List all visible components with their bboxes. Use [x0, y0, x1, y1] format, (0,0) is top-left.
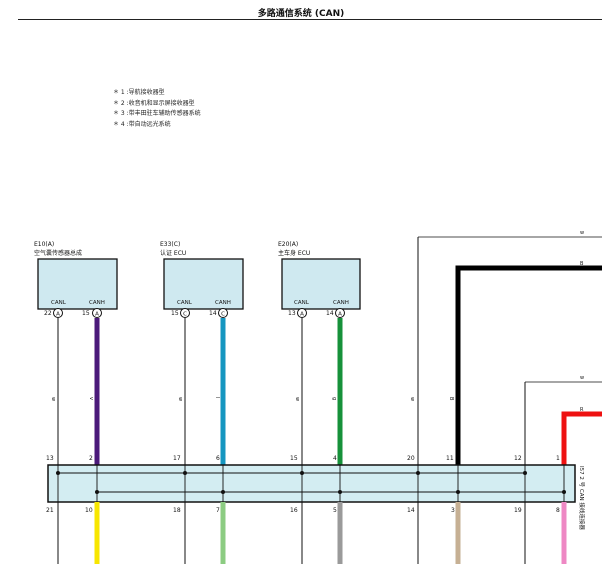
ecu-1-canl-connector — [53, 308, 63, 318]
right-wire-code-3: w — [580, 375, 584, 381]
junction-bottom-pin: 18 — [173, 507, 181, 514]
ecu-3-box — [281, 258, 361, 310]
ecu-3-name: 主车身 ECU — [278, 249, 310, 257]
ecu-3-code: E20(A) — [278, 241, 298, 248]
wire-code-4: l — [214, 397, 220, 398]
junction-bottom-pin: 8 — [556, 507, 560, 514]
junction-top-pin: 17 — [173, 455, 181, 462]
junction-bottom-pin: 10 — [85, 507, 93, 514]
junction-bottom-pin: 19 — [514, 507, 522, 514]
ecu-2-canl-conn-letter: C — [183, 312, 187, 318]
ecu-3-canl-conn-letter: A — [300, 312, 304, 318]
ecu-3-canh-connector — [335, 308, 345, 318]
ecu-2-canh-conn-letter: C — [221, 312, 225, 318]
wire-code-1: w — [50, 397, 56, 401]
right-wire-code-2: B — [580, 261, 584, 267]
ecu-2-code: E33(C) — [160, 241, 180, 248]
note-4: ＊ 4 :带自动远光系统 — [113, 120, 171, 128]
junction-top-pin: 6 — [216, 455, 220, 462]
ecu-2-canl-connector — [180, 308, 190, 318]
ecu-1-box — [37, 258, 118, 310]
junction-top-pin: 11 — [446, 455, 454, 462]
right-wire-code-1: w — [580, 230, 584, 236]
ecu-1-canl-pin-number: 22 — [44, 310, 52, 317]
note-1: ＊ 1 :导航接收器型 — [113, 89, 165, 96]
junction-bottom-pin: 3 — [451, 507, 455, 514]
option-notes: ＊ 1 :导航接收器型 ＊ 2 :收音机和显示屏接收器型 ＊ 3 :带丰田驻车辅… — [113, 88, 201, 130]
junction-bottom-pin: 21 — [46, 507, 54, 514]
junction-top-pin: 4 — [333, 455, 337, 462]
ecu-3-canh-pin-number: 14 — [326, 310, 334, 317]
ecu-3-canh-label: CANH — [333, 300, 349, 306]
junction-top-pin: 13 — [46, 455, 54, 462]
wire-code-2: v — [88, 397, 94, 400]
wire-code-7: w — [409, 397, 415, 401]
junction-top-pin: 20 — [407, 455, 415, 462]
ecu-2-canl-label: CANL — [177, 300, 193, 306]
ecu-1-name: 空气囊传感器总成 — [34, 249, 82, 257]
junction-top-pin: 15 — [290, 455, 298, 462]
junction-top-pin: 2 — [89, 455, 93, 462]
wire-code-3: w — [177, 397, 183, 401]
right-wire-code-4: R — [580, 407, 584, 413]
junction-connector-box — [47, 464, 576, 503]
ecu-3-canl-label: CANL — [294, 300, 310, 306]
wire-red-pin1 — [561, 411, 602, 465]
ecu-1-canh-connector — [92, 308, 102, 318]
wire-black-pin11 — [455, 265, 602, 465]
ecu-1-canh-conn-letter: A — [95, 312, 99, 318]
note-2: ＊ 2 :收音机和显示屏接收器型 — [113, 99, 195, 107]
junction-bottom-pin: 7 — [216, 507, 220, 514]
note-3: ＊ 3 :带丰田驻车辅助传感器系统 — [113, 110, 201, 117]
ecu-3-canl-connector — [297, 308, 307, 318]
junction-top-pin: 12 — [514, 455, 522, 462]
ecu-2-name: 认证 ECU — [160, 249, 186, 257]
junction-dots — [56, 471, 566, 494]
ecu-2-canh-label: CANH — [215, 300, 231, 306]
wire-code-6: g — [331, 397, 337, 400]
ecu-1-canh-pin-number: 15 — [82, 310, 90, 317]
junction-bottom-pin: 14 — [407, 507, 415, 514]
junction-top-pin: 1 — [556, 455, 560, 462]
junction-connector-label: I57 2 号 CAN 接线连接器 — [578, 466, 586, 530]
ecu-3-canh-conn-letter: A — [338, 312, 342, 318]
ecu-2-canh-connector — [218, 308, 228, 318]
ecu-2-box — [163, 258, 244, 310]
ecu-1-canl-conn-letter: A — [56, 312, 60, 318]
ecu-1-canl-label: CANL — [51, 300, 67, 306]
ecu-2-canl-pin-number: 15 — [171, 310, 179, 317]
title-underline — [18, 19, 602, 20]
ecu-2-canh-pin-number: 14 — [209, 310, 217, 317]
ecu-1-canh-label: CANH — [89, 300, 105, 306]
ecu-3-canl-pin-number: 13 — [288, 310, 296, 317]
page-title: 多路通信系统 (CAN) — [257, 9, 345, 19]
wire-code-8: B — [448, 397, 454, 401]
wire-code-5: w — [294, 397, 300, 401]
junction-bottom-pin: 16 — [290, 507, 298, 514]
junction-bottom-pin: 5 — [333, 507, 337, 514]
ecu-1-code: E10(A) — [34, 241, 54, 248]
